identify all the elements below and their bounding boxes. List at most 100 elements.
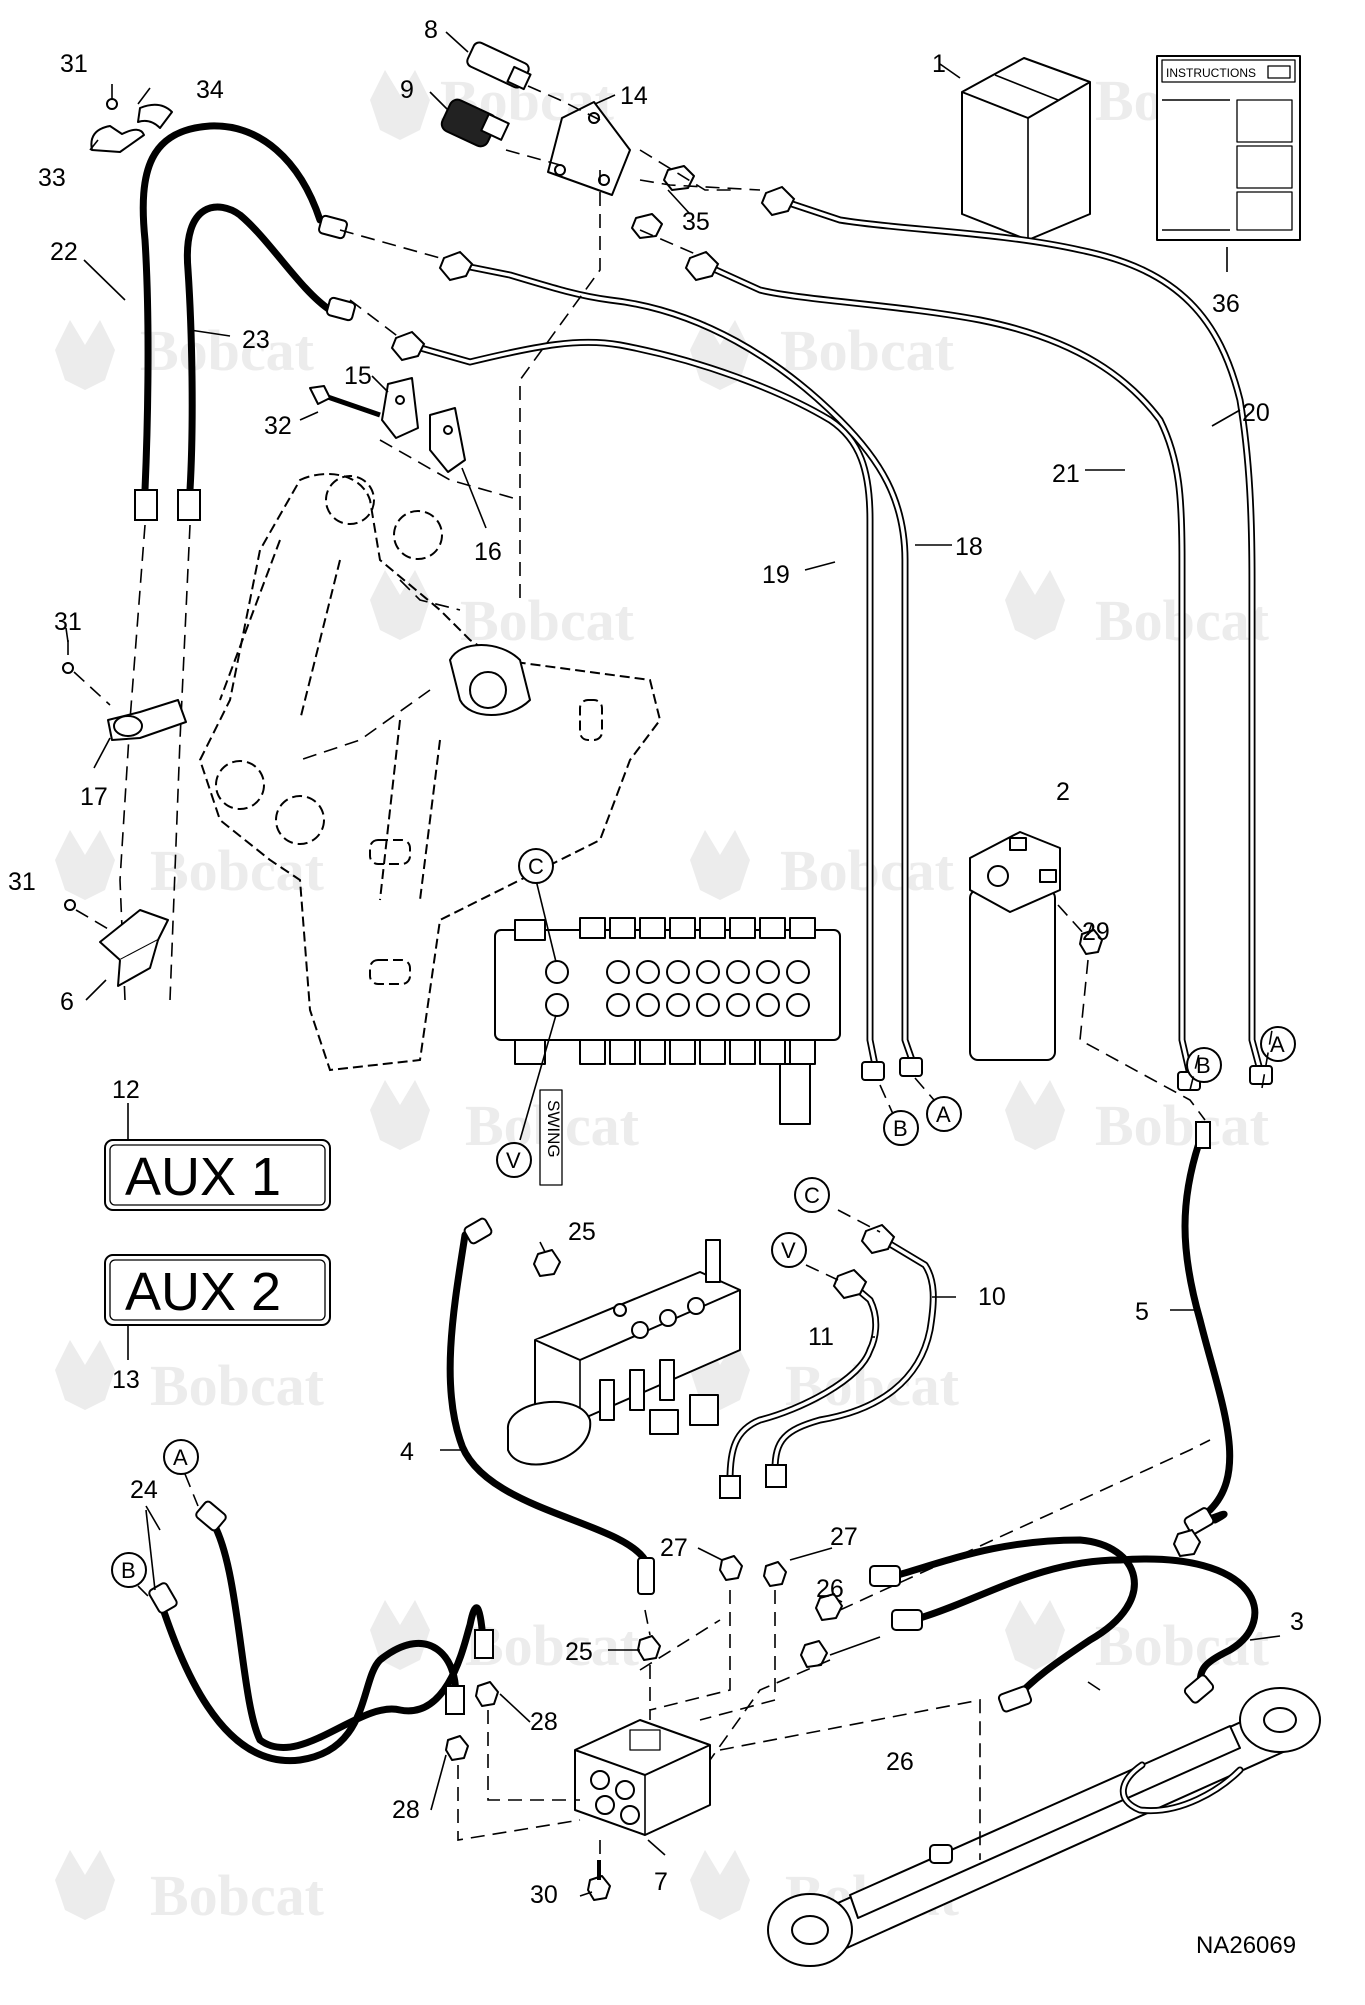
callout-20: 20 bbox=[1242, 399, 1270, 427]
ref-letter: B bbox=[121, 1558, 136, 1583]
callout-6: 6 bbox=[60, 988, 74, 1016]
bracket-14 bbox=[547, 101, 631, 196]
callout-27b: 27 bbox=[830, 1523, 858, 1551]
diverter-valve bbox=[506, 1239, 741, 1466]
callout-12: 12 bbox=[112, 1076, 140, 1104]
bracket-6 bbox=[64, 899, 169, 987]
hose-3 bbox=[891, 1555, 1259, 1704]
callout-25b: 25 bbox=[565, 1638, 593, 1666]
hose-5 bbox=[1173, 1121, 1234, 1557]
watermark-text: Bobcat bbox=[150, 1863, 325, 1928]
callout-33: 33 bbox=[38, 164, 66, 192]
callout-29: 29 bbox=[1082, 918, 1110, 946]
decal-13-aux2: AUX 2 bbox=[104, 1254, 331, 1360]
main-control-valve: SWING bbox=[494, 879, 841, 1186]
callout-27a: 27 bbox=[660, 1534, 688, 1562]
watermark-text: Bobcat bbox=[150, 838, 325, 903]
ref-circle-a-right: A bbox=[1260, 1026, 1296, 1062]
filter-29 bbox=[969, 831, 1206, 1121]
watermark-text: Bobcat bbox=[1095, 1613, 1270, 1678]
callout-1: 1 bbox=[932, 50, 946, 78]
nuts-35 bbox=[631, 165, 695, 239]
ref-circle-b-valve: B bbox=[883, 1110, 919, 1146]
callout-5: 5 bbox=[1135, 1298, 1149, 1326]
instructions-title: INSTRUCTIONS bbox=[1166, 66, 1256, 80]
valve-swing-label: SWING bbox=[544, 1100, 563, 1158]
callout-23: 23 bbox=[242, 326, 270, 354]
callout-15: 15 bbox=[344, 362, 372, 390]
hose-4 bbox=[446, 1217, 655, 1595]
ref-letter: V bbox=[781, 1238, 796, 1263]
callout-16: 16 bbox=[474, 538, 502, 566]
watermark-text: Bobcat bbox=[460, 588, 635, 653]
callout-13: 13 bbox=[112, 1366, 140, 1394]
decal-aux1-text: AUX 1 bbox=[125, 1147, 281, 1207]
callout-32: 32 bbox=[264, 412, 292, 440]
ref-circle-a-lower: A bbox=[163, 1439, 199, 1475]
callout-31a: 31 bbox=[60, 50, 88, 78]
tube-20 bbox=[760, 185, 1273, 1085]
watermark-text: Bobcat bbox=[140, 318, 315, 383]
callout-labels: 1 2 3 4 5 6 7 8 9 10 11 12 13 14 15 16 1… bbox=[8, 16, 1304, 1909]
callout-24: 24 bbox=[130, 1476, 158, 1504]
callout-9: 9 bbox=[400, 76, 414, 104]
callout-28a: 28 bbox=[530, 1708, 558, 1736]
callout-4: 4 bbox=[400, 1438, 414, 1466]
watermark-text: Bobcat bbox=[780, 318, 955, 383]
ref-circle-b-lower: B bbox=[111, 1552, 147, 1588]
clamp-33-34 bbox=[90, 84, 173, 153]
ref-circle-a-valve: A bbox=[926, 1096, 962, 1132]
ref-circle-v-lower: V bbox=[771, 1232, 807, 1268]
tube-11 bbox=[719, 1268, 880, 1499]
assembly-dash-lines bbox=[119, 85, 761, 1001]
callout-8: 8 bbox=[424, 16, 438, 44]
ref-circle-b-right: B bbox=[1186, 1047, 1222, 1083]
bracket-17 bbox=[62, 640, 187, 741]
coupler-9 bbox=[440, 98, 510, 148]
adapters-26 bbox=[800, 1593, 843, 1668]
ref-letter: B bbox=[1196, 1053, 1211, 1078]
ref-letter: B bbox=[893, 1116, 908, 1141]
boom-arm bbox=[198, 473, 662, 1072]
callout-28b: 28 bbox=[392, 1796, 420, 1824]
watermark-text: Bobcat bbox=[785, 1353, 960, 1418]
manifold-7 bbox=[574, 1719, 711, 1836]
callout-3: 3 bbox=[1290, 1608, 1304, 1636]
callout-14: 14 bbox=[620, 82, 648, 110]
part-36-instructions: INSTRUCTIONS bbox=[1156, 55, 1301, 272]
bracket-16 bbox=[429, 407, 466, 473]
tube-19 bbox=[390, 330, 885, 1081]
callout-11: 11 bbox=[808, 1323, 834, 1351]
watermark-text: Bobcat bbox=[465, 1613, 640, 1678]
callout-31c: 31 bbox=[8, 868, 36, 896]
callout-22: 22 bbox=[50, 238, 78, 266]
ref-circle-c-upper: C bbox=[518, 848, 554, 884]
hose-24 bbox=[148, 1500, 494, 1765]
ref-circle-c-lower: C bbox=[794, 1177, 830, 1213]
callout-18: 18 bbox=[955, 533, 983, 561]
watermark-text: Bobcat bbox=[1095, 1093, 1270, 1158]
callout-34: 34 bbox=[196, 76, 224, 104]
tube-10 bbox=[765, 1223, 937, 1488]
ref-letter: A bbox=[936, 1102, 951, 1127]
callout-36: 36 bbox=[1212, 290, 1240, 318]
ref-letter: V bbox=[506, 1148, 521, 1173]
hose-2 bbox=[869, 1536, 1138, 1713]
fittings-25-27-28-30 bbox=[445, 1555, 787, 1901]
callout-10: 10 bbox=[978, 1283, 1006, 1311]
callout-31b: 31 bbox=[54, 608, 82, 636]
hose-23 bbox=[177, 203, 356, 521]
callout-25a: 25 bbox=[568, 1218, 596, 1246]
ref-letter: C bbox=[804, 1183, 820, 1208]
part-1-box bbox=[939, 57, 1091, 241]
diagram-id: NA26069 bbox=[1196, 1932, 1296, 1959]
bolt-32 bbox=[309, 385, 381, 418]
decal-12-aux1: AUX 1 bbox=[104, 1103, 331, 1211]
leader-lines bbox=[65, 31, 1281, 1897]
ref-letter: C bbox=[528, 854, 544, 879]
callout-7: 7 bbox=[654, 1868, 668, 1896]
ref-letter: A bbox=[173, 1445, 188, 1470]
cylinder bbox=[767, 1687, 1321, 1967]
callout-35: 35 bbox=[682, 208, 710, 236]
